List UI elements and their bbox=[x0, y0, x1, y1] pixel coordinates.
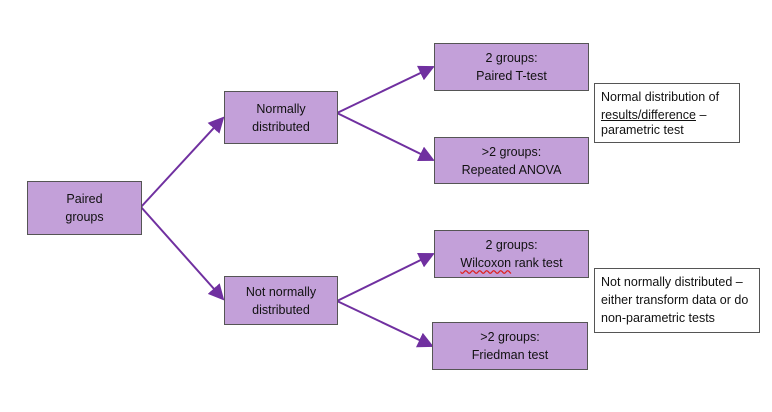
note-text: Normal distribution of bbox=[601, 90, 720, 104]
note-underlined: results/difference bbox=[601, 108, 696, 122]
arrow-normal-to-paired-t bbox=[336, 65, 435, 114]
node-text: distributed bbox=[252, 302, 310, 317]
node-wilcoxon: 2 groups: Wilcoxon rank test bbox=[434, 230, 589, 278]
node-text: >2 groups: bbox=[481, 144, 542, 159]
node-text: groups bbox=[65, 210, 104, 224]
node-text: 2 groups: bbox=[485, 51, 538, 65]
node-paired-t-test: 2 groups: Paired T-test bbox=[434, 43, 589, 91]
node-text: Not normally bbox=[245, 284, 317, 299]
note-text: results/difference – bbox=[601, 106, 733, 124]
note-text: Not normally distributed – bbox=[601, 275, 743, 289]
node-friedman: >2 groups: Friedman test bbox=[432, 322, 588, 370]
arrow-not-normal-to-friedman bbox=[336, 300, 434, 348]
note-text: non-parametric tests bbox=[601, 311, 715, 325]
node-normally-distributed: Normally distributed bbox=[224, 91, 338, 144]
node-repeated-anova: >2 groups: Repeated ANOVA bbox=[434, 137, 589, 184]
node-text: Normally bbox=[256, 101, 306, 116]
node-text: Paired T-test bbox=[476, 69, 547, 83]
node-paired-groups: Paired groups bbox=[27, 181, 142, 235]
node-text: 2 groups: bbox=[485, 238, 538, 252]
note-text-after: – bbox=[695, 108, 707, 122]
node-text: >2 groups: bbox=[480, 330, 540, 344]
arrow-root-to-normal bbox=[140, 116, 225, 208]
node-text: distributed bbox=[252, 119, 310, 134]
arrow-root-to-not-normal bbox=[140, 206, 225, 301]
note-text: parametric test bbox=[601, 123, 684, 137]
node-text: Repeated ANOVA bbox=[461, 162, 562, 177]
node-text-rest: rank test bbox=[511, 256, 563, 270]
note-not-normal: Not normally distributed – either transf… bbox=[594, 268, 760, 333]
node-text: Paired bbox=[66, 192, 103, 206]
node-text: Friedman test bbox=[471, 348, 549, 362]
node-text: Wilcoxon rank test bbox=[460, 254, 562, 272]
node-not-normally-distributed: Not normally distributed bbox=[224, 276, 338, 325]
spellcheck-word: Wilcoxon bbox=[460, 256, 512, 270]
note-text: either transform data or do bbox=[601, 293, 749, 307]
arrow-normal-to-anova bbox=[336, 112, 435, 162]
note-normal: Normal distribution of results/differenc… bbox=[594, 83, 740, 143]
arrow-not-normal-to-wilcoxon bbox=[336, 252, 435, 302]
